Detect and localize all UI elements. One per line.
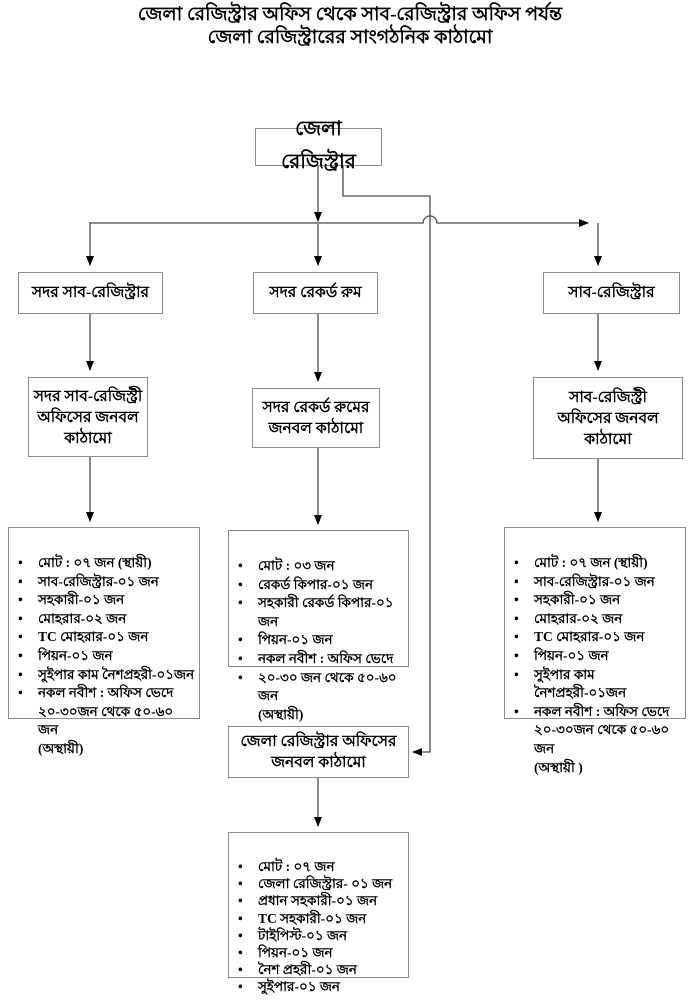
list-item: সহকারী-০১ জন xyxy=(505,591,682,610)
staff-list-items-bottom: মোট : ০৭ জনজেলা রেজিস্ট্রার- ০১ জনপ্রধান… xyxy=(229,858,405,996)
list-item: সহকারী-০১ জন xyxy=(9,591,196,610)
node-sadar-sub-registrar: সদর সাব-রেজিস্ট্রার xyxy=(18,272,163,314)
list-item: মোহরার-০২ জন xyxy=(505,610,682,629)
list-item: নকল নবীশ : অফিস ভেদে ২০-৩০জন থেকে ৫০-৬০ … xyxy=(505,703,682,777)
list-item: সাব-রেজিস্ট্রার-০১ জন xyxy=(9,573,196,592)
node-sadar-sub-registry-staff-structure: সদর সাব-রেজিস্ট্রী অফিসের জনবল কাঠামো xyxy=(28,377,148,457)
list-item: ২০-৩০ জন থেকে ৫০-৬০ জন (অস্থায়ী) xyxy=(229,669,405,725)
list-item: পিয়ন-০১ জন xyxy=(229,944,405,961)
list-item: টাইপিস্ট-০১ জন xyxy=(229,927,405,944)
node-sadar-record-room: সদর রেকর্ড রুম xyxy=(253,272,378,314)
list-item: পিয়ন-০১ জন xyxy=(229,631,405,650)
list-item: সুইপার-০১ জন xyxy=(229,978,405,995)
list-item: নকল নবীশ : অফিস ভেদে ২০-৩০জন থেকে ৫০-৬০ … xyxy=(9,684,196,758)
staff-list-district-registrar-office: মোট : ০৭ জনজেলা রেজিস্ট্রার- ০১ জনপ্রধান… xyxy=(228,832,409,996)
list-item: পিয়ন-০১ জন xyxy=(505,647,682,666)
list-item: নৈশ প্রহরী-০১ জন xyxy=(229,961,405,978)
connector-distributor-line xyxy=(90,215,589,227)
list-item: প্রধান সহকারী-০১ জন xyxy=(229,892,405,909)
node-district-registrar: জেলা রেজিস্ট্রার xyxy=(255,118,382,173)
staff-list-items-right: মোট : ০৭ জন (স্থায়ী)সাব-রেজিস্ট্রার-০১ … xyxy=(505,554,682,777)
list-item: TC মোহরার-০১ জন xyxy=(505,628,682,647)
list-item: নকল নবীশ : অফিস ভেদে xyxy=(229,650,405,669)
list-item: জেলা রেজিস্ট্রার- ০১ জন xyxy=(229,875,405,892)
list-item: মোট : ০৭ জন xyxy=(229,858,405,875)
list-item: সাব-রেজিস্ট্রার-০১ জন xyxy=(505,573,682,592)
node-sadar-record-room-staff-structure: সদর রেকর্ড রুমের জনবল কাঠামো xyxy=(252,388,380,448)
staff-list-sadar-record-room: মোট : ০৩ জনরেকর্ড কিপার-০১ জনসহকারী রেকর… xyxy=(228,530,409,722)
node-sub-registrar: সাব-রেজিস্ট্রার xyxy=(543,272,680,314)
list-item: রেকর্ড কিপার-০১ জন xyxy=(229,576,405,595)
list-item: পিয়ন-০১ জন xyxy=(9,647,196,666)
list-item: TC সহকারী-০১ জন xyxy=(229,910,405,927)
staff-list-items-left: মোট : ০৭ জন (স্থায়ী)সাব-রেজিস্ট্রার-০১ … xyxy=(9,554,196,759)
node-sub-registry-staff-structure: সাব-রেজিস্ট্রী অফিসের জনবল কাঠামো xyxy=(533,377,683,459)
node-district-registrar-office-staff-structure: জেলা রেজিস্ট্রার অফিসের জনবল কাঠামো xyxy=(228,726,409,778)
list-item: সুইপার কাম নৈশপ্রহরী-০১জন xyxy=(9,666,196,685)
list-item: মোট : ০৭ জন (স্থায়ী) xyxy=(9,554,196,573)
list-item: মোট : ০৭ জন (স্থায়ী) xyxy=(505,554,682,573)
list-item: মোহরার-০২ জন xyxy=(9,610,196,629)
staff-list-sadar-sub-registry: মোট : ০৭ জন (স্থায়ী)সাব-রেজিস্ট্রার-০১ … xyxy=(8,527,200,756)
staff-list-items-middle: মোট : ০৩ জনরেকর্ড কিপার-০১ জনসহকারী রেকর… xyxy=(229,557,405,724)
list-item: TC মোহরার-০১ জন xyxy=(9,628,196,647)
page-title-line2: জেলা রেজিস্ট্রারের সাংগঠনিক কাঠামো xyxy=(207,27,493,48)
staff-list-sub-registry: মোট : ০৭ জন (স্থায়ী)সাব-রেজিস্ট্রার-০১ … xyxy=(504,527,686,775)
connector-root-to-district-office-box xyxy=(342,166,431,756)
list-item: সহকারী রেকর্ড কিপার-০১ জন xyxy=(229,594,405,631)
list-item: মোট : ০৩ জন xyxy=(229,557,405,576)
list-item: সুইপার কাম নৈশপ্রহরী-০১জন xyxy=(505,666,682,703)
page-title-line1: জেলা রেজিস্ট্রার অফিস থেকে সাব-রেজিস্ট্র… xyxy=(137,4,563,25)
